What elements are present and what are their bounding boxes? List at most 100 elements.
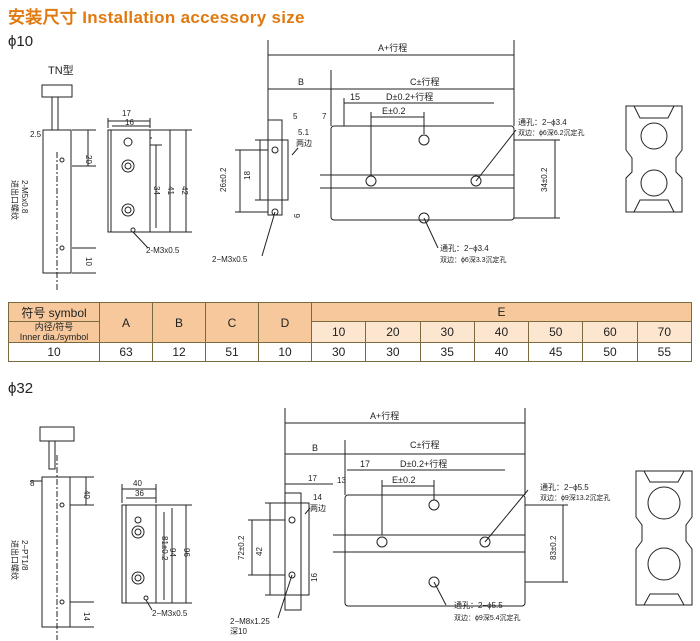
side-dim-34: 34 (152, 186, 161, 195)
p32-side-94: 94 (168, 548, 177, 557)
side-dim-17: 17 (122, 109, 131, 118)
front-dim-34: 34±0.2 (540, 167, 549, 192)
p32-dim-14: 14 (82, 612, 91, 621)
tn-port-thread: 2-M5x0.8 (20, 180, 29, 214)
cell: 40 (473, 342, 530, 362)
cell: 55 (636, 342, 693, 362)
front-dim-5-1: 5.1 (298, 128, 310, 137)
p32-side-40: 40 (133, 479, 142, 488)
front-dim-6: 6 (293, 213, 302, 218)
front-dim-A: A+行程 (378, 42, 407, 53)
p32-front-E: E±0.2 (392, 475, 415, 485)
front-dim-26: 26±0.2 (219, 167, 228, 192)
p32-dim-40: 40 (82, 490, 91, 499)
p32-front-two-side: 两边 (310, 503, 326, 513)
tn-port-cn: 进出口螺纹 (10, 180, 20, 220)
col-inner-cn: 内径/符号 (34, 322, 74, 332)
e-col: 10 (310, 321, 367, 343)
section-label-phi32: ϕ32 (8, 380, 34, 397)
p32-side-96: 96 (182, 548, 191, 557)
end-view (625, 105, 683, 213)
tn-side-view (41, 84, 96, 290)
front-through-bot: 通孔：2−ϕ3.4 (440, 243, 489, 253)
cell: 51 (205, 342, 259, 362)
p32-front-42: 42 (255, 547, 264, 556)
front-dim-18: 18 (243, 171, 252, 180)
p32-both-bot: 双边：ϕ9深5.4沉定孔 (454, 613, 521, 622)
row-label: 10 (8, 342, 100, 362)
p32-front-13: 13 (337, 476, 346, 485)
side-thread: 2-M3x0.5 (146, 246, 180, 255)
cell: 10 (258, 342, 312, 362)
page-title: 安装尺寸 Installation accessory size (8, 8, 305, 27)
phi32-side-view (121, 484, 192, 611)
tn-dim-2-5: 2.5 (30, 130, 42, 139)
e-col: 20 (365, 321, 421, 343)
col-B: B (152, 302, 206, 343)
p32-side-thread: 2−M3x0.5 (152, 609, 188, 618)
front-both-bot: 双边：ϕ6深3.3沉定孔 (440, 255, 507, 264)
dimension-table: 符号 symbol A B C D E 内径/符号 Inner dia./sym… (8, 302, 693, 362)
col-A: A (99, 302, 153, 343)
p32-front-B: B (312, 443, 318, 453)
phi32-end-view (635, 470, 693, 606)
front-dim-7: 7 (322, 112, 327, 121)
col-inner: 内径/符号 Inner dia./symbol (8, 321, 100, 343)
side-view-body (107, 118, 192, 249)
p32-port-cn: 进出口螺纹 (10, 540, 20, 580)
p32-front-14: 14 (313, 493, 322, 502)
p32-side-81: 81±0.2 (160, 536, 169, 561)
phi32-front-view (248, 408, 568, 619)
cell: 30 (365, 342, 421, 362)
col-D: D (258, 302, 312, 343)
front-dim-15: 15 (350, 92, 360, 102)
p32-front-16: 16 (310, 573, 319, 582)
side-dim-41: 41 (166, 186, 175, 195)
cell: 12 (152, 342, 206, 362)
p32-side-36: 36 (135, 489, 144, 498)
p32-port-thread: 2−PT1/8 (20, 540, 29, 571)
col-E: E (311, 302, 692, 322)
p32-thread-depth: 深10 (230, 627, 247, 636)
p32-through-top: 通孔：2−ϕ5.5 (540, 482, 589, 492)
p32-both-top: 双边：ϕ9深13.2沉定孔 (540, 493, 610, 502)
p32-front-83: 83±0.2 (549, 535, 558, 560)
front-through-top: 通孔：2−ϕ3.4 (518, 117, 567, 127)
p32-front-17b: 17 (308, 474, 317, 483)
e-col: 30 (419, 321, 475, 343)
tn-type-label: TN型 (48, 63, 74, 77)
cell: 35 (419, 342, 475, 362)
e-col: 70 (636, 321, 693, 343)
col-C: C (205, 302, 259, 343)
p32-front-17a: 17 (360, 459, 370, 469)
p32-front-72: 72±0.2 (237, 535, 246, 560)
p32-dim-8: 8 (30, 479, 35, 488)
front-both-top: 双边：ϕ6深6.2沉定孔 (518, 128, 585, 137)
phi32-stem-view (30, 426, 94, 640)
p32-front-A: A+行程 (370, 410, 399, 421)
col-symbol: 符号 symbol (8, 302, 100, 322)
cell: 30 (310, 342, 367, 362)
front-two-side: 两边 (296, 138, 312, 148)
front-dim-5: 5 (293, 112, 298, 121)
p32-front-C: C±行程 (410, 439, 439, 450)
table-row: 10 63 12 51 10 30 30 35 40 45 50 55 (8, 342, 693, 362)
side-dim-42: 42 (180, 186, 189, 195)
p32-front-D: D±0.2+行程 (400, 458, 447, 469)
p32-thread: 2−M8x1.25 (230, 617, 270, 626)
front-dim-C: C±行程 (410, 76, 439, 87)
front-dim-B: B (298, 77, 304, 87)
front-view-body (235, 40, 560, 257)
e-col: 60 (582, 321, 638, 343)
tn-dim-10: 10 (84, 257, 93, 266)
drawing-phi10: TN型 2.5 20 10 2-M5x0.8 进出口螺纹 (10, 40, 683, 290)
col-inner-en: Inner dia./symbol (19, 332, 89, 342)
front-dim-E: E±0.2 (382, 106, 405, 116)
cell: 63 (99, 342, 153, 362)
tn-dim-20: 20 (84, 155, 93, 164)
cell: 45 (528, 342, 584, 362)
front-dim-D: D±0.2+行程 (386, 91, 433, 102)
cell: 50 (582, 342, 638, 362)
drawing-phi32: 8 40 14 2−PT1/8 进出口螺纹 40 36 81±0.2 94 96… (10, 408, 693, 640)
e-col: 40 (473, 321, 530, 343)
